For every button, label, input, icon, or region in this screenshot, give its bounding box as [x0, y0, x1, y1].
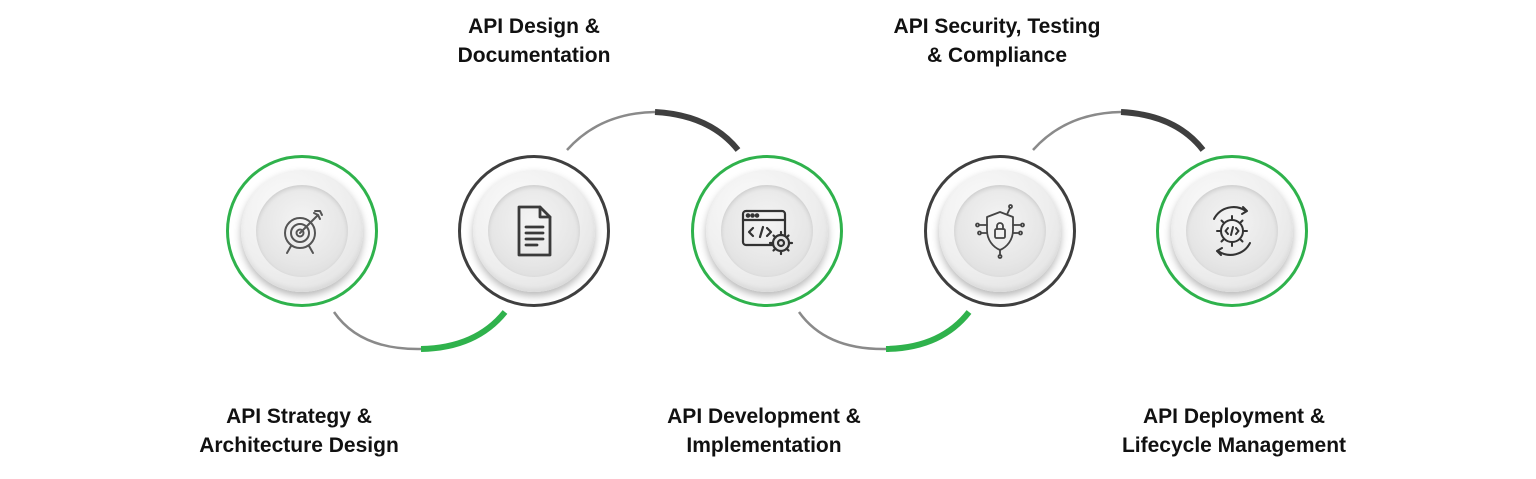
node-inner: [954, 185, 1046, 277]
shield-lock-icon: [968, 199, 1032, 263]
step-node-development: [691, 155, 843, 307]
step-label-development: API Development & Implementation: [614, 402, 914, 460]
connector-arc-light: [1032, 110, 1122, 151]
step-label-line: Documentation: [457, 44, 611, 67]
connector-arc-green: [885, 310, 972, 352]
step-label-line: API Deployment &: [1142, 405, 1326, 428]
target-arrow-icon: [270, 199, 334, 263]
step-node-deployment: [1156, 155, 1308, 307]
step-label-line: Lifecycle Management: [1121, 434, 1347, 457]
code-gear-cycle-icon: [1200, 199, 1264, 263]
step-label-line: Implementation: [686, 434, 842, 457]
connector-arc-light: [332, 311, 422, 351]
connector-arc-dark: [1120, 109, 1206, 152]
step-label-line: API Security, Testing: [893, 15, 1101, 38]
code-window-gear-icon: [735, 199, 799, 263]
connector-arc-green: [420, 310, 508, 352]
step-label-line: Architecture Design: [199, 434, 399, 457]
step-label-design: API Design & Documentation: [384, 12, 684, 70]
connector-arc-dark: [654, 109, 741, 152]
step-label-strategy: API Strategy & Architecture Design: [149, 402, 449, 460]
step-label-security: API Security, Testing & Compliance: [847, 12, 1147, 70]
step-label-line: API Strategy &: [226, 405, 372, 428]
connector-arc-light: [797, 311, 887, 351]
step-node-strategy: [226, 155, 378, 307]
node-inner: [721, 185, 813, 277]
connector-arc-light: [566, 110, 656, 151]
node-inner: [488, 185, 580, 277]
step-label-deployment: API Deployment & Lifecycle Management: [1079, 402, 1389, 460]
step-label-line: & Compliance: [926, 44, 1068, 67]
step-node-design: [458, 155, 610, 307]
step-label-line: API Development &: [667, 405, 861, 428]
document-icon: [502, 199, 566, 263]
step-label-line: API Design &: [468, 15, 600, 38]
step-node-security: [924, 155, 1076, 307]
